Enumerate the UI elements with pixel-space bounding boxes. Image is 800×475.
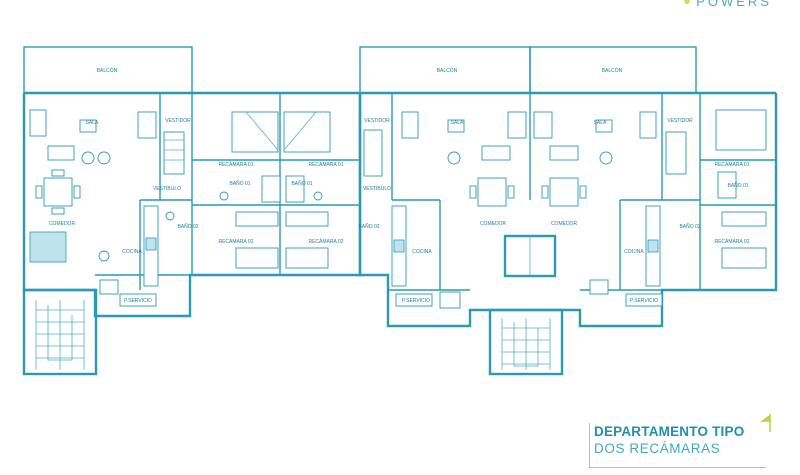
- label-comedor-3: COMEDOR: [551, 221, 578, 227]
- label-pservicio-3: P.SERVICIO: [630, 298, 658, 304]
- label-pservicio-2: P.SERVICIO: [402, 298, 430, 304]
- living-furniture-unit1: [29, 109, 157, 263]
- living-furniture-unit3: [533, 109, 767, 307]
- label-balcon-3: BALCÓN: [602, 67, 623, 74]
- label-comedor-2: COMEDOR: [480, 221, 507, 227]
- label-bano01-2: BAÑO 01: [291, 180, 312, 187]
- title-block: DEPARTAMENTO TIPO DOS RECÁMARAS: [594, 424, 764, 456]
- kitchen-unit1: [99, 205, 175, 307]
- label-vestibulo-2: VESTÍBULO: [363, 185, 391, 192]
- label-sala-3: SALA: [594, 120, 607, 126]
- label-pservicio-1: P.SERVICIO: [124, 298, 152, 304]
- brand-mark-icon: [684, 0, 691, 4]
- brand-logo: POWERS: [684, 0, 772, 9]
- label-vestidor-2: VESTIDOR: [364, 118, 390, 124]
- label-balcon-2: BALCÓN: [437, 67, 458, 74]
- room-labels: BALCÓN BALCÓN BALCÓN SALA SALA SALA VEST…: [49, 67, 750, 304]
- label-vestibulo-1: VESTÍBULO: [153, 185, 181, 192]
- title-main: DEPARTAMENTO TIPO: [594, 424, 745, 439]
- label-recamara01-1: RECÁMARA 01: [218, 161, 253, 168]
- label-recamara02-2: RECÁMARA 02: [308, 238, 343, 245]
- label-balcon-1: BALCÓN: [97, 67, 118, 74]
- title-frame: [589, 423, 766, 468]
- vestidor-unit1: [163, 131, 185, 175]
- label-bano02-2: BAÑO 02: [358, 223, 379, 230]
- label-comedor-1: COMEDOR: [49, 221, 76, 227]
- title-sub: DOS RECÁMARAS: [594, 441, 721, 456]
- label-bano01-1: BAÑO 01: [229, 180, 250, 187]
- label-bano02-1: BAÑO 02: [177, 223, 198, 230]
- label-cocina-3: COCINA: [624, 249, 644, 255]
- label-cocina-2: COCINA: [412, 249, 432, 255]
- label-cocina-1: COCINA: [122, 249, 142, 255]
- label-recamara02-3: RECÁMARA 02: [714, 238, 749, 245]
- label-recamara01-3: RECÁMARA 01: [714, 161, 749, 168]
- label-sala-1: SALA: [86, 120, 99, 126]
- label-recamara02-1: RECÁMARA 02: [218, 238, 253, 245]
- label-bano01-3: BAÑO 01: [727, 182, 748, 189]
- label-sala-2: SALA: [451, 120, 464, 126]
- building-outline: [22, 46, 778, 376]
- stairs-left: [35, 300, 85, 370]
- label-bano02-3: BAÑO 02: [679, 223, 700, 230]
- label-recamara01-2: RECÁMARA 01: [308, 161, 343, 168]
- stairs-center: [501, 318, 551, 370]
- living-furniture-unit2: [363, 111, 527, 309]
- bedroom-furniture-unit1: [219, 111, 331, 269]
- flag-icon: [760, 414, 771, 432]
- label-vestidor-1: VESTIDOR: [165, 118, 191, 124]
- brand-text: POWERS: [696, 0, 772, 9]
- label-vestidor-3: VESTIDOR: [667, 118, 693, 124]
